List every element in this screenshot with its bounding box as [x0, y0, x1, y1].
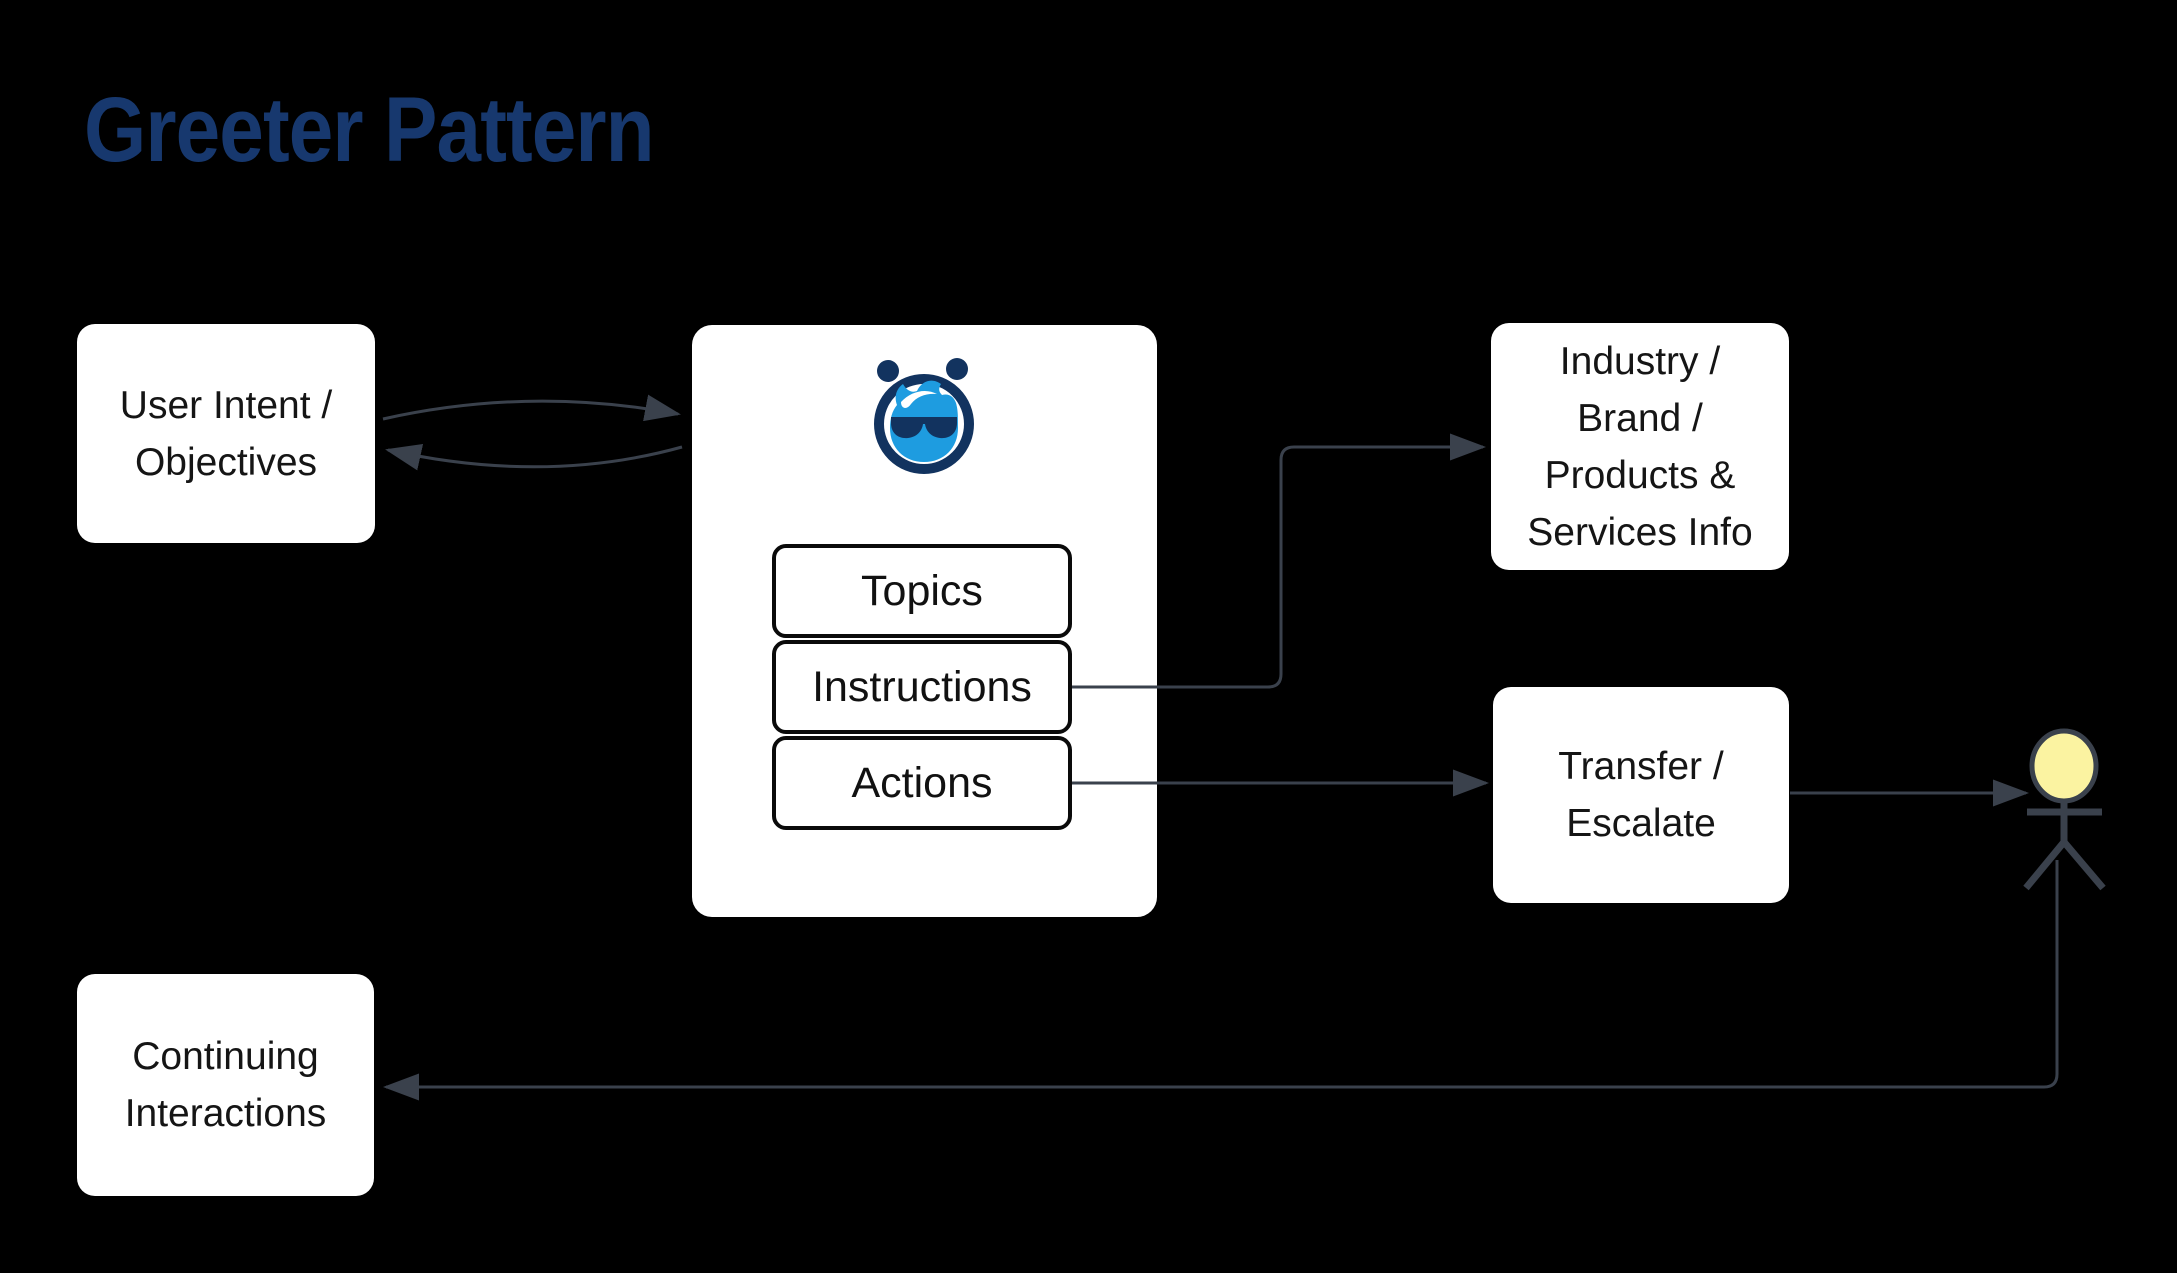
node-continuing-interactions: Continuing Interactions [77, 974, 374, 1196]
actor-head [2029, 728, 2099, 804]
edge-agent-to-user-intent [385, 443, 683, 471]
human-actor-icon [2023, 728, 2106, 891]
node-label-line: Continuing [132, 1035, 319, 1078]
edge-user-intent-to-agent [382, 394, 681, 422]
chip-instructions: Instructions [772, 640, 1072, 734]
node-label-line: User Intent / [119, 383, 333, 427]
chip-label: Topics [861, 566, 983, 615]
bot-left-ear [877, 360, 899, 382]
edge-actor-to-continuing [383, 860, 2059, 1101]
bot-flame-highlight [901, 390, 937, 408]
node-label-line: Industry / [1559, 339, 1721, 383]
greeter-bot-icon [874, 358, 974, 474]
node-label-line: Brand / [1577, 396, 1703, 440]
chip-topics: Topics [772, 544, 1072, 638]
node-industry-info: Industry / Brand / Products & Services I… [1491, 323, 1789, 570]
node-transfer-escalate: Transfer / Escalate [1493, 687, 1789, 903]
node-label-line: Products & [1544, 453, 1736, 497]
chip-label: Instructions [812, 662, 1032, 711]
node-user-intent: User Intent / Objectives [77, 324, 375, 543]
node-label-line: Escalate [1566, 802, 1716, 845]
chip-actions: Actions [772, 736, 1072, 830]
node-label-line: Interactions [124, 1092, 327, 1135]
chip-label: Actions [851, 758, 993, 807]
bot-sunglasses [891, 417, 957, 439]
node-label-line: Objectives [134, 440, 318, 484]
page-title: Greeter Pattern [84, 79, 655, 181]
actor-legs [2023, 839, 2106, 891]
bot-right-ear [946, 358, 968, 380]
node-label-line: Transfer / [1558, 745, 1724, 788]
node-label-line: Services Info [1527, 510, 1753, 554]
